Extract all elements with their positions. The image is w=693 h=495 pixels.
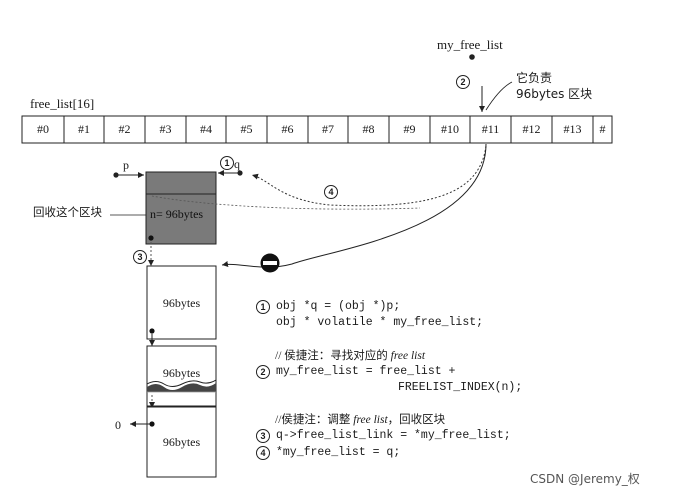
array-cell: #11 — [481, 122, 500, 136]
removed-link-curve — [221, 143, 487, 268]
code-step-2-marker: 2 — [256, 365, 270, 379]
chain-block-3-label: 96bytes — [162, 435, 201, 449]
q-pointer-dot — [237, 170, 243, 176]
code-comment-2: //侯捷注：调整 free list，回收区块 — [275, 411, 445, 427]
array-cell: #4 — [200, 122, 212, 136]
responsible-note-line2: 96bytes 区块 — [516, 87, 593, 101]
code-line-3: my_free_list = free_list + — [276, 365, 456, 378]
array-cell: #7 — [322, 122, 334, 136]
recycled-block-link-dot — [148, 235, 154, 241]
chain-block-2-label: 96bytes — [162, 366, 201, 380]
chain-block-1-label: 96bytes — [162, 296, 201, 310]
code-comment-2-text: //侯捷注：调整 — [275, 414, 354, 426]
code-line-2: obj * volatile * my_free_list; — [276, 316, 484, 329]
recycle-label: 回收这个区块 — [33, 205, 102, 219]
my-free-list-dot — [469, 54, 475, 60]
code-step-4-marker: 4 — [256, 446, 270, 460]
free-list-array-label: free_list[16] — [30, 96, 95, 111]
array-cell: #10 — [441, 122, 459, 136]
q-label: q — [234, 157, 240, 171]
code-comment-2-suffix: ，回收区块 — [387, 414, 446, 426]
code-comment-1: // 侯捷注：寻找对应的 free list — [275, 347, 425, 363]
code-line-4: FREELIST_INDEX(n); — [398, 381, 523, 394]
array-cell: #1 — [78, 122, 90, 136]
p-pointer-dot — [113, 172, 119, 178]
recycled-block — [145, 171, 217, 245]
array-dividers — [63, 116, 594, 143]
code-comment-2-em: free list — [353, 414, 388, 426]
code-comment-1-text: // 侯捷注：寻找对应的 — [275, 350, 391, 362]
code-comment-1-em: free list — [390, 350, 426, 362]
array-cell: #3 — [159, 122, 172, 136]
responsible-note: 它负责 96bytes 区块 — [516, 70, 592, 102]
step-4-marker: 4 — [324, 185, 338, 199]
free-list-array — [21, 115, 613, 144]
array-cell: #0 — [37, 122, 49, 136]
step4-dotted-curve — [251, 145, 487, 207]
step-2-marker: 2 — [456, 75, 470, 89]
my-free-list-label: my_free_list — [437, 37, 503, 52]
code-line-6: *my_free_list = q; — [276, 446, 401, 459]
code-step-3-marker: 3 — [256, 429, 270, 443]
no-entry-bar — [263, 261, 277, 265]
array-cell: #6 — [281, 122, 294, 136]
chain-block-1-dot — [149, 328, 155, 334]
responsible-note-line1: 它负责 — [516, 71, 553, 85]
code-line-5: q->free_list_link = *my_free_list; — [276, 429, 511, 442]
array-cell: #9 — [403, 122, 416, 136]
array-cell: #2 — [118, 122, 131, 136]
watermark: CSDN @Jeremy_权 — [530, 472, 640, 486]
chain-block-1 — [146, 265, 217, 340]
array-cell: #5 — [240, 122, 253, 136]
chain-block-3 — [146, 406, 217, 478]
array-cell: #8 — [362, 122, 375, 136]
chain-block-2-wave-edge — [146, 379, 217, 387]
note-leader — [485, 81, 513, 111]
null-terminator-label: 0 — [115, 418, 121, 432]
code-line-1: obj *q = (obj *)p; — [276, 300, 401, 313]
p-label: p — [123, 158, 129, 172]
step-1-marker: 1 — [220, 156, 234, 170]
array-cell: #13 — [563, 122, 582, 136]
chain-block-2-wave — [147, 383, 216, 392]
chain-block-3-dot — [149, 421, 155, 427]
chain-block-2 — [146, 345, 217, 407]
recycled-block-label: n= 96bytes — [150, 207, 204, 221]
step-3-marker: 3 — [133, 250, 147, 264]
array-cell: #12 — [522, 122, 541, 136]
array-cell: # — [599, 122, 606, 136]
step4-dotted-curve-b — [151, 195, 421, 210]
code-step-1-marker: 1 — [256, 300, 270, 314]
